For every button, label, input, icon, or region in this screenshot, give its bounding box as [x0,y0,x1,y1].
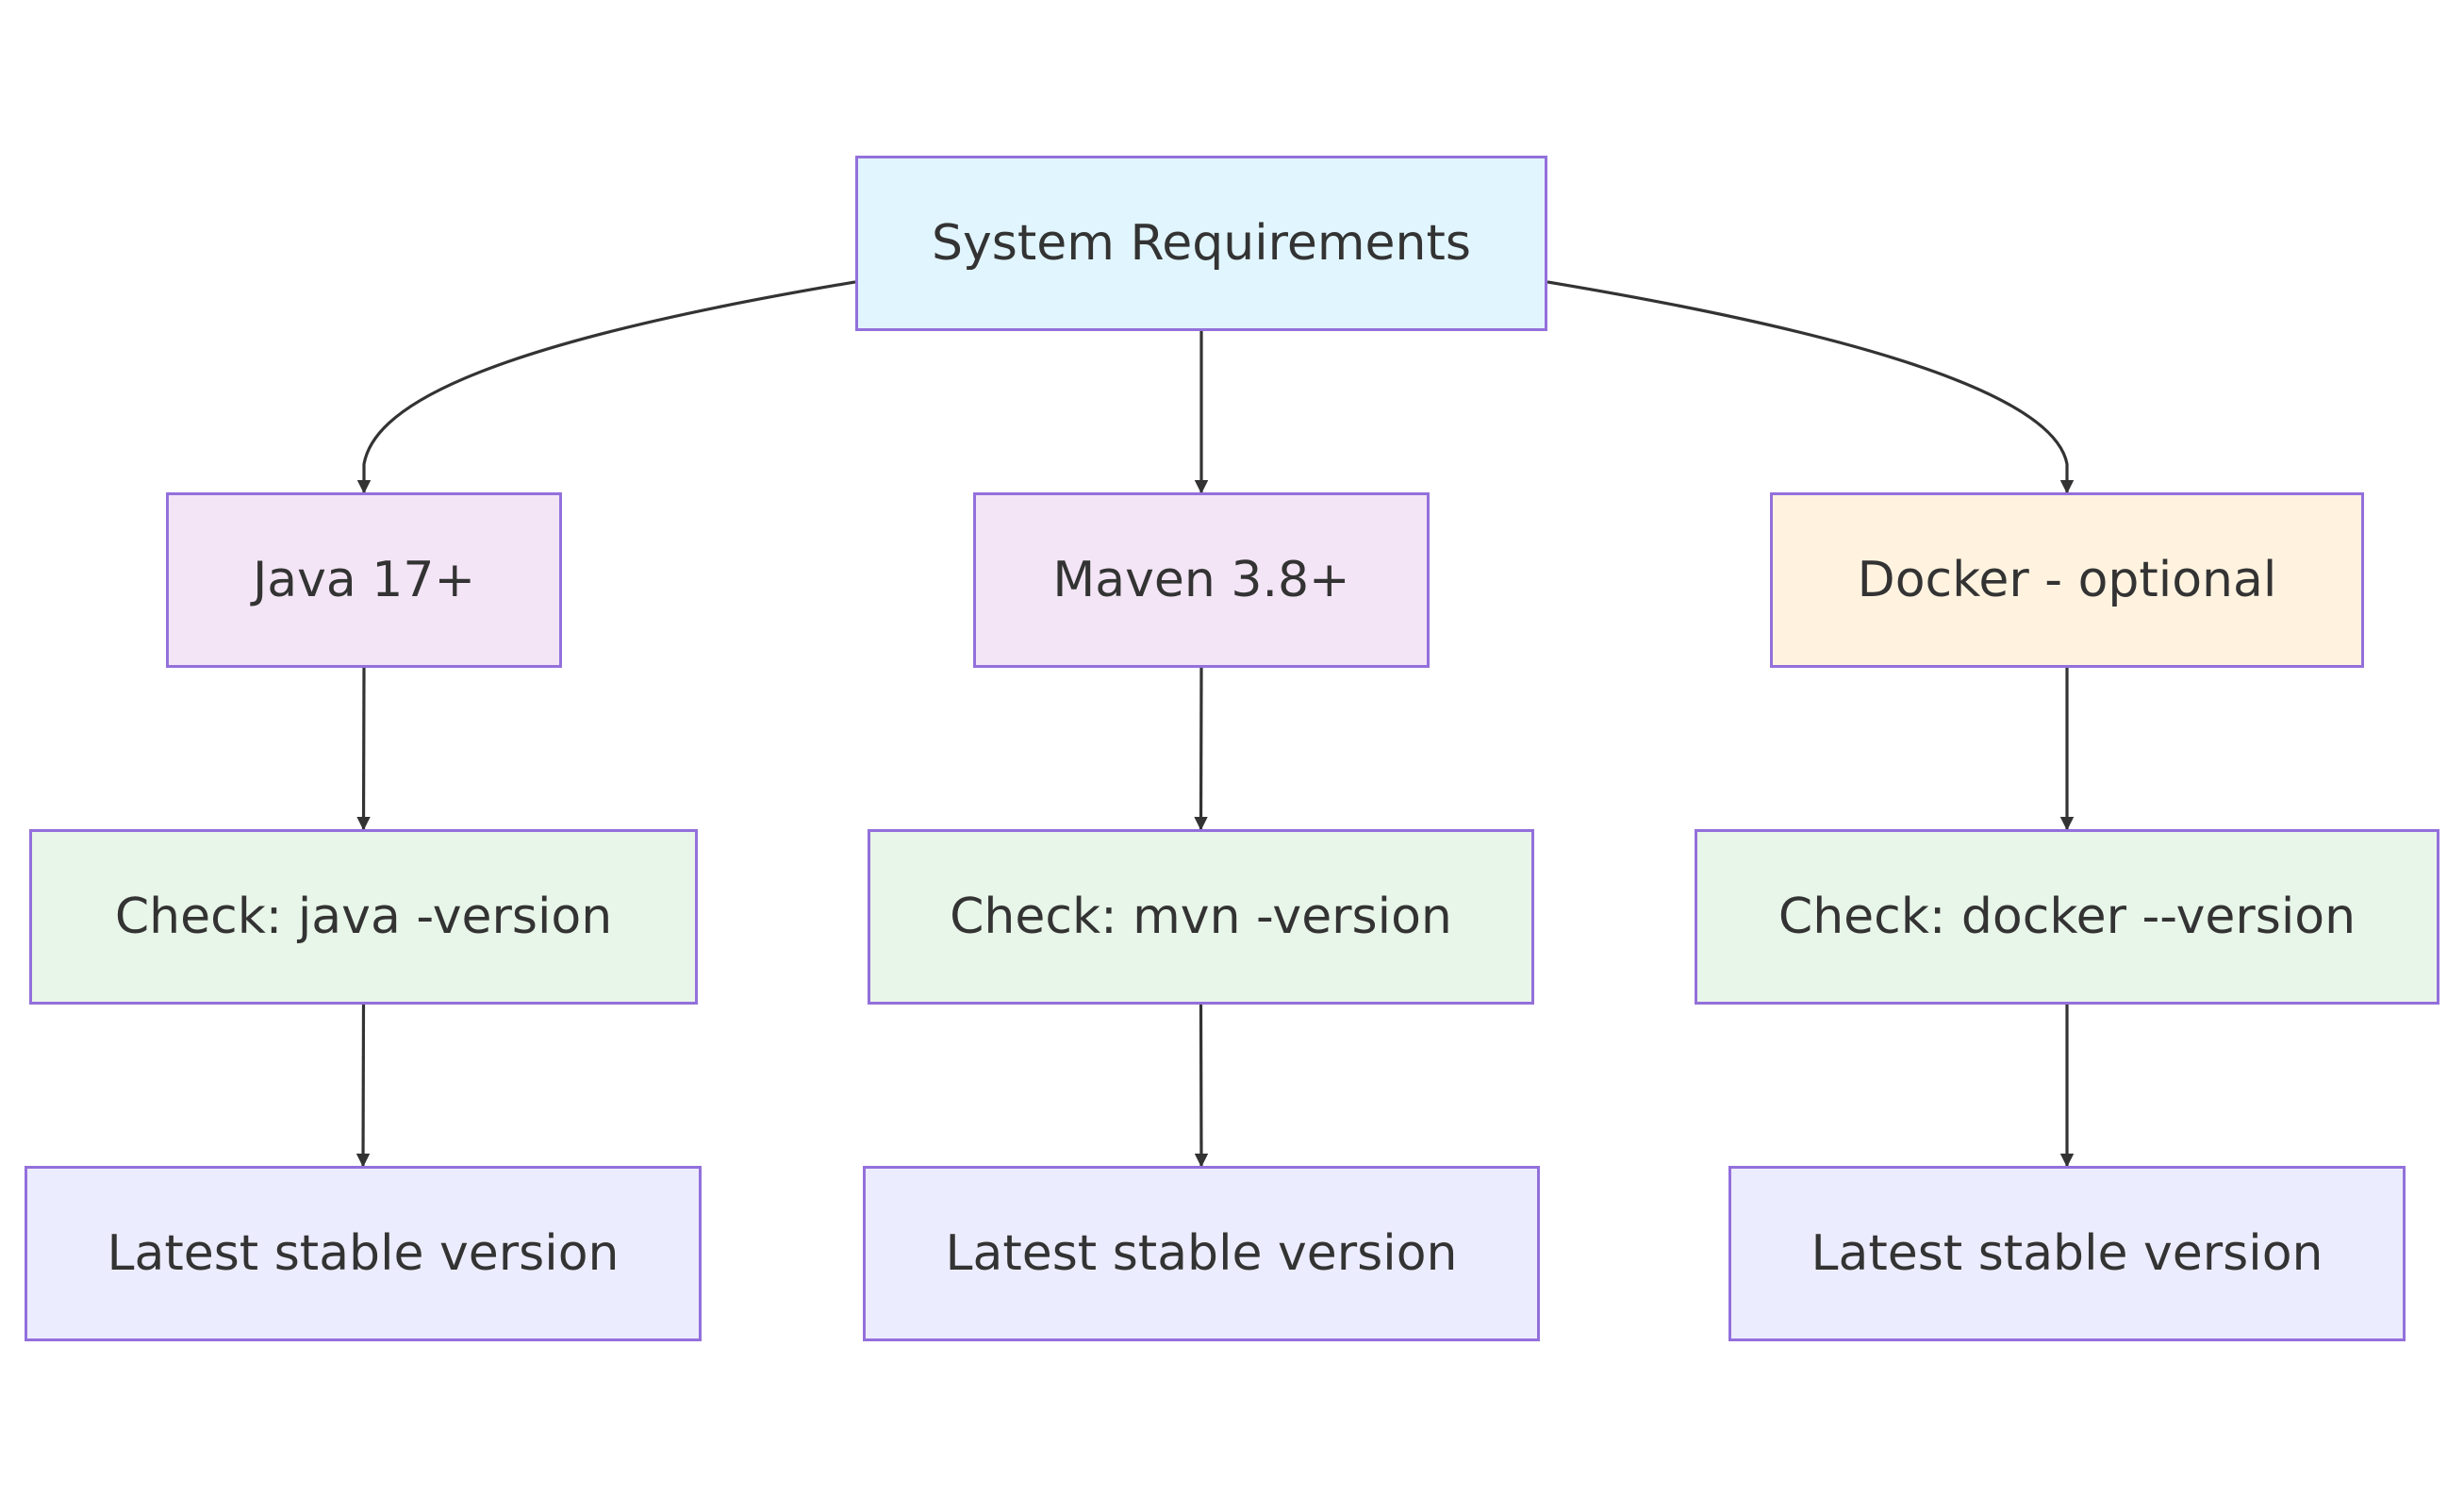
edge-maven-to-maven-check [1194,667,1208,831]
node-maven: Maven 3.8+ [973,492,1430,668]
edge-maven-check-to-maven-version [1194,1004,1209,1168]
node-maven-latest-stable-version: Latest stable version [863,1166,1540,1341]
node-check-java-version: Check: java -version [29,829,698,1005]
node-system-requirements: System Requirements [855,156,1547,331]
edge-java-to-java-check [356,667,371,831]
node-java: Java 17+ [166,492,562,668]
edge-java-check-to-java-version [356,1004,371,1168]
node-docker-optional: Docker - optional [1770,492,2364,668]
node-docker-latest-stable-version: Latest stable version [1728,1166,2406,1341]
node-check-mvn-version: Check: mvn -version [868,829,1534,1005]
node-java-latest-stable-version: Latest stable version [25,1166,702,1341]
edge-root-to-java [356,280,856,494]
edge-root-to-docker [1546,280,2075,494]
node-check-docker-version: Check: docker --version [1695,829,2439,1005]
